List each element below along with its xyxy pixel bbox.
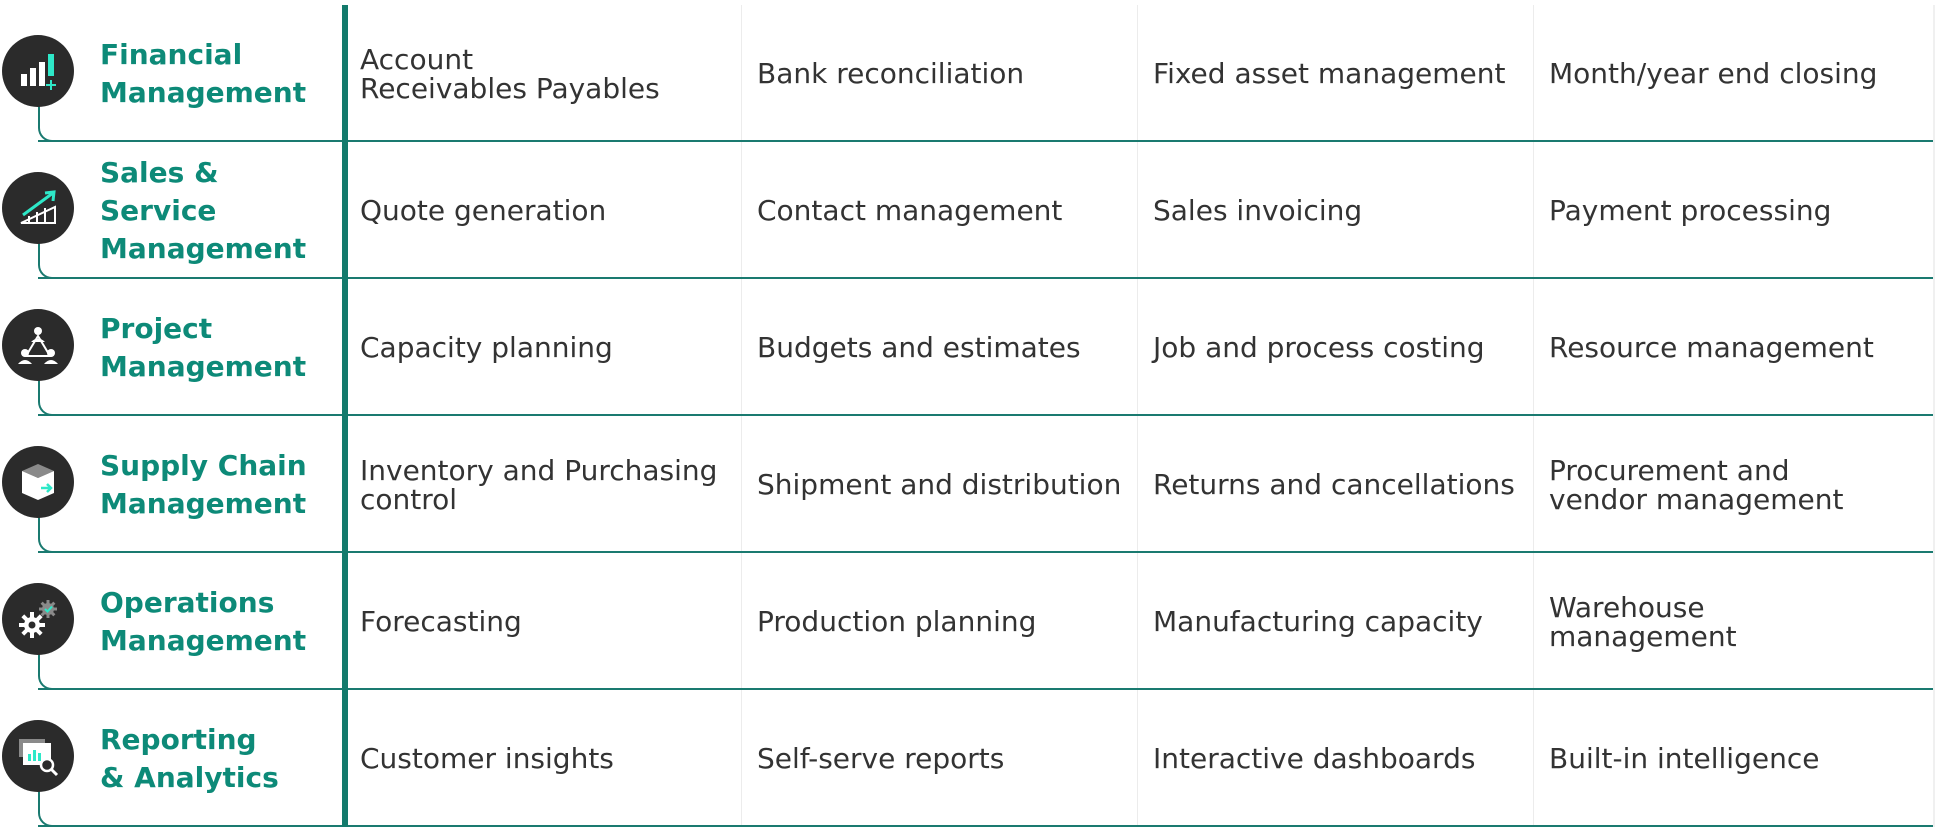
team-network-icon bbox=[2, 309, 74, 381]
column-separator bbox=[1533, 416, 1534, 551]
gears-check-icon bbox=[2, 583, 74, 655]
column-separator bbox=[1137, 416, 1138, 551]
feature-cell: Shipment and distribution bbox=[757, 468, 1122, 501]
column-separator bbox=[1533, 5, 1534, 140]
feature-cell: Returns and cancellations bbox=[1153, 468, 1515, 501]
capability-row-operations-management: Operations Management Forecasting Produc… bbox=[0, 553, 1935, 690]
category-title: Supply Chain Management bbox=[100, 416, 340, 553]
category-title-line2: Management bbox=[100, 75, 307, 109]
capability-row-project-management: Project Management Capacity planning Bud… bbox=[0, 279, 1935, 416]
column-separator bbox=[1137, 690, 1138, 825]
column-separator bbox=[1533, 279, 1534, 414]
feature-cell: Built-in intelligence bbox=[1549, 742, 1820, 775]
accent-bar bbox=[342, 553, 348, 690]
feature-cell: Quote generation bbox=[360, 194, 607, 227]
category-title-line2: Management bbox=[100, 231, 307, 265]
category-title-line1: Project bbox=[100, 311, 213, 345]
box-arrow-icon bbox=[2, 446, 74, 518]
row-divider bbox=[38, 414, 1935, 416]
row-connector bbox=[38, 653, 54, 690]
feature-cell: Contact management bbox=[757, 194, 1063, 227]
category-title: Operations Management bbox=[100, 553, 340, 690]
column-separator bbox=[1533, 553, 1534, 688]
feature-cell: Capacity planning bbox=[360, 331, 613, 364]
category-title-line2: & Analytics bbox=[100, 760, 279, 794]
category-title-line2: Management bbox=[100, 349, 307, 383]
column-separator bbox=[1137, 5, 1138, 140]
report-magnifier-icon bbox=[2, 720, 74, 792]
column-separator bbox=[741, 416, 742, 551]
feature-cell: Self-serve reports bbox=[757, 742, 1005, 775]
column-separator bbox=[1137, 142, 1138, 277]
category-title-line1: Supply Chain bbox=[100, 448, 307, 482]
growth-chart-arrow-icon bbox=[2, 172, 74, 244]
column-separator bbox=[741, 279, 742, 414]
feature-cell: Production planning bbox=[757, 605, 1037, 638]
row-connector bbox=[38, 105, 54, 142]
row-divider bbox=[38, 551, 1935, 553]
table-right-edge bbox=[1933, 279, 1935, 416]
row-divider bbox=[38, 277, 1935, 279]
row-connector bbox=[38, 379, 54, 416]
row-connector bbox=[38, 790, 54, 827]
feature-cell: Budgets and estimates bbox=[757, 331, 1081, 364]
row-divider bbox=[38, 825, 1935, 827]
feature-cell: Forecasting bbox=[360, 605, 522, 638]
feature-cell: Sales invoicing bbox=[1153, 194, 1363, 227]
feature-cell: Month/year end closing bbox=[1549, 57, 1878, 90]
accent-bar bbox=[342, 279, 348, 416]
column-separator bbox=[1533, 690, 1534, 825]
feature-cell: Fixed asset management bbox=[1153, 57, 1506, 90]
accent-bar bbox=[342, 142, 348, 279]
column-separator bbox=[1137, 279, 1138, 414]
category-title: Financial Management bbox=[100, 5, 340, 142]
category-title: Reporting & Analytics bbox=[100, 690, 340, 827]
accent-bar bbox=[342, 5, 348, 142]
category-title: Sales & Service Management bbox=[100, 142, 340, 279]
feature-cell: Payment processing bbox=[1549, 194, 1832, 227]
row-connector bbox=[38, 516, 54, 553]
row-divider bbox=[38, 140, 1935, 142]
column-separator bbox=[741, 553, 742, 688]
table-right-edge bbox=[1933, 416, 1935, 553]
category-title-line1: Operations bbox=[100, 585, 275, 619]
column-separator bbox=[1137, 553, 1138, 688]
table-right-edge bbox=[1933, 690, 1935, 827]
row-divider bbox=[38, 688, 1935, 690]
bar-chart-plus-icon bbox=[2, 35, 74, 107]
feature-cell: Job and process costing bbox=[1153, 331, 1485, 364]
table-right-edge bbox=[1933, 5, 1935, 142]
feature-cell: Interactive dashboards bbox=[1153, 742, 1476, 775]
column-separator bbox=[741, 690, 742, 825]
column-separator bbox=[741, 142, 742, 277]
capability-row-sales-service-management: Sales & Service Management Quote generat… bbox=[0, 142, 1935, 279]
category-title-line2: Management bbox=[100, 486, 307, 520]
capability-row-reporting-analytics: Reporting & Analytics Customer insights … bbox=[0, 690, 1935, 827]
feature-cell: Manufacturing capacity bbox=[1153, 605, 1483, 638]
feature-cell: Customer insights bbox=[360, 742, 614, 775]
category-title-line2: Management bbox=[100, 623, 307, 657]
feature-cell: Bank reconciliation bbox=[757, 57, 1025, 90]
accent-bar bbox=[342, 690, 348, 827]
feature-cell: Resource management bbox=[1549, 331, 1874, 364]
table-right-edge bbox=[1933, 142, 1935, 279]
category-title-line1: Sales & Service bbox=[100, 155, 219, 227]
table-right-edge bbox=[1933, 553, 1935, 690]
column-separator bbox=[1533, 142, 1534, 277]
accent-bar bbox=[342, 416, 348, 553]
category-title-line1: Financial bbox=[100, 37, 243, 71]
capability-row-supply-chain-management: Supply Chain Management Inventory and Pu… bbox=[0, 416, 1935, 553]
row-connector bbox=[38, 242, 54, 279]
column-separator bbox=[741, 5, 742, 140]
category-title: Project Management bbox=[100, 279, 340, 416]
category-title-line1: Reporting bbox=[100, 722, 257, 756]
